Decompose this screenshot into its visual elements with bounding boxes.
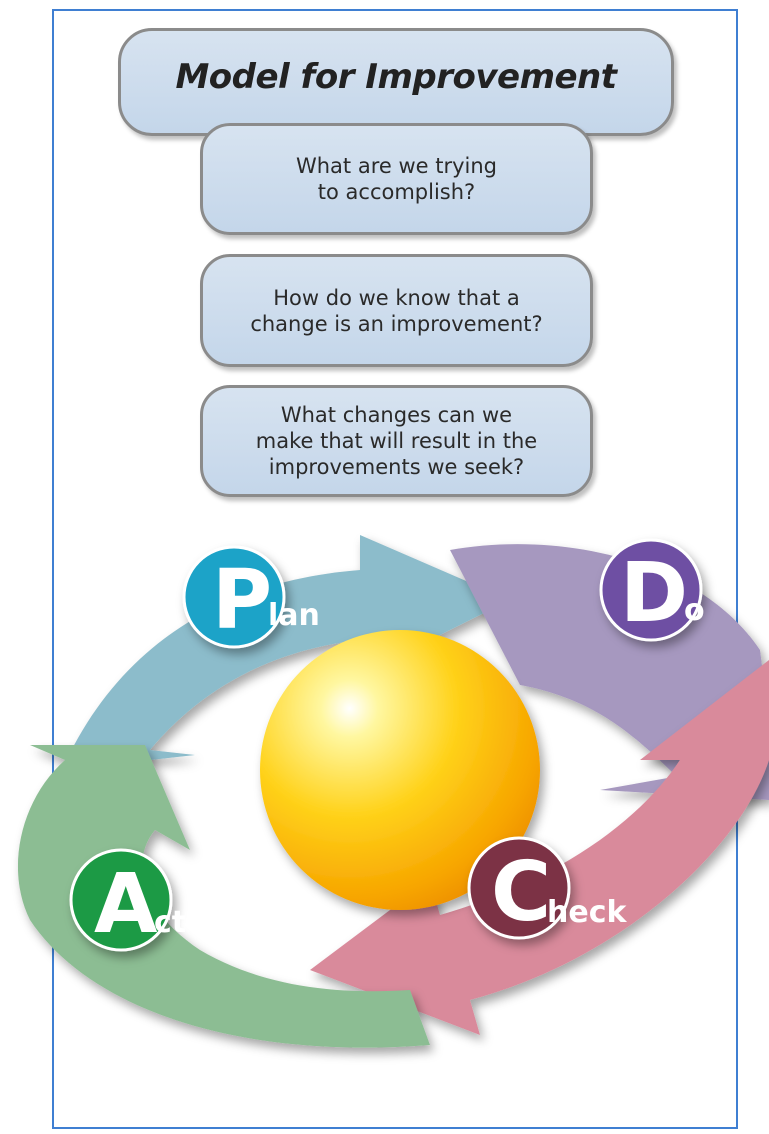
plan-letter: P — [212, 553, 272, 648]
diagram-frame — [52, 9, 738, 1129]
do-badge: D o — [599, 538, 705, 642]
diagram-title: Model for Improvement — [175, 57, 617, 97]
do-letter: D — [620, 546, 688, 641]
check-arrow — [310, 660, 769, 1035]
do-rest: o — [684, 593, 705, 628]
question-box-2: How do we know that a change is an impro… — [200, 254, 593, 367]
question-2-text: How do we know that a change is an impro… — [250, 285, 543, 336]
act-arrow — [17, 745, 430, 1048]
act-rest: ct — [154, 905, 186, 940]
check-rest: heck — [547, 895, 627, 930]
check-letter: C — [491, 845, 551, 940]
plan-rest: lan — [268, 598, 320, 633]
question-box-1: What are we trying to accomplish? — [200, 123, 593, 235]
question-1-text: What are we trying to accomplish? — [295, 154, 498, 204]
question-3-text: What changes can we make that will resul… — [255, 403, 538, 479]
center-sphere — [260, 630, 540, 910]
question-box-3: What changes can we make that will resul… — [200, 385, 593, 497]
act-badge: A ct — [69, 848, 186, 952]
plan-arrow — [62, 535, 510, 770]
plan-badge: P lan — [182, 545, 320, 649]
check-badge: C heck — [467, 836, 627, 940]
act-letter: A — [94, 857, 158, 952]
